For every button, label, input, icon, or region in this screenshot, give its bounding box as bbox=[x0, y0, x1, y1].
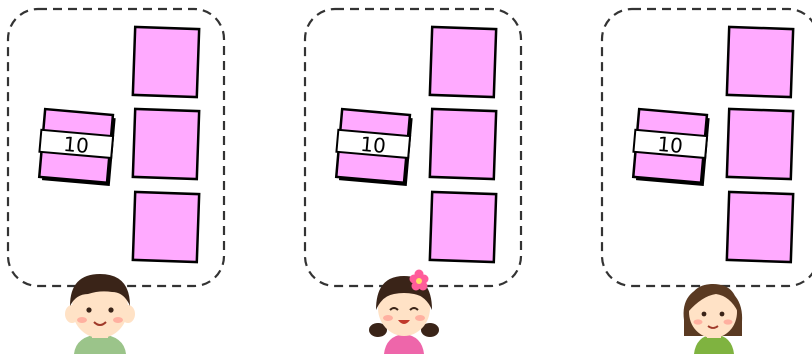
loose-paper bbox=[133, 27, 199, 97]
loose-paper bbox=[430, 192, 496, 262]
woman-person bbox=[684, 284, 743, 354]
flower-icon bbox=[410, 270, 429, 291]
loose-paper bbox=[133, 192, 199, 262]
paper-bundle: 10 bbox=[37, 109, 116, 186]
group-1: 10 bbox=[8, 9, 224, 354]
group-3: 10 bbox=[602, 9, 812, 354]
loose-paper bbox=[727, 192, 793, 262]
loose-paper bbox=[133, 109, 199, 179]
loose-paper bbox=[430, 27, 496, 97]
loose-paper bbox=[727, 27, 793, 97]
bundle-label: 10 bbox=[62, 132, 89, 158]
loose-paper bbox=[430, 109, 496, 179]
boy-person bbox=[65, 274, 135, 354]
group-2: 10 bbox=[305, 9, 521, 354]
loose-paper bbox=[727, 109, 793, 179]
paper-bundle: 10 bbox=[631, 109, 710, 186]
bundle-label: 10 bbox=[656, 132, 683, 158]
bundle-label: 10 bbox=[359, 132, 386, 158]
paper-bundle: 10 bbox=[334, 109, 413, 186]
girl-person bbox=[369, 270, 439, 354]
